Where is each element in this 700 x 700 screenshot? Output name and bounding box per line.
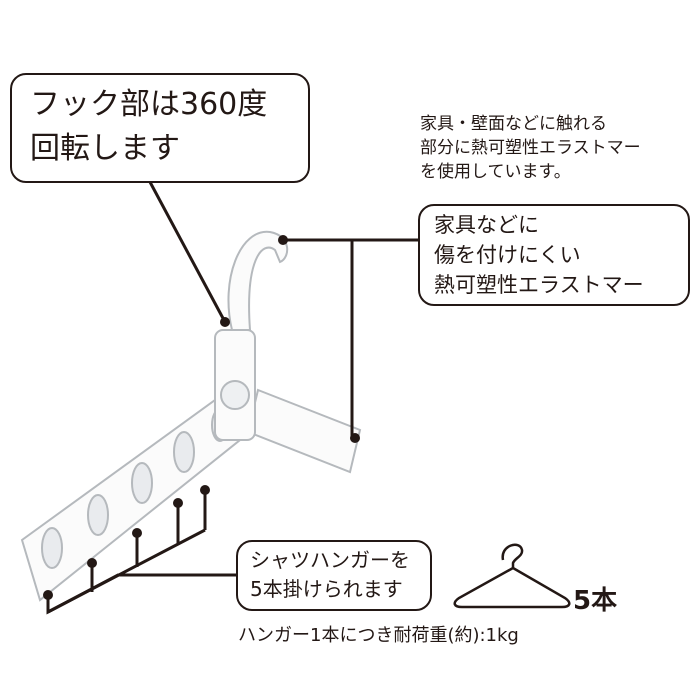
- hanger-icon: [453, 543, 571, 609]
- note-text: 家具・壁面などに触れる: [420, 114, 607, 134]
- hanger-clip: [246, 388, 362, 474]
- hanger-product: [20, 230, 362, 602]
- hanger-count: 5本: [573, 586, 618, 616]
- hanger-holes: [41, 408, 229, 569]
- note-text: 部分に熱可塑性エラストマー: [420, 138, 641, 158]
- load-capacity-text: ハンガー1本につき耐荷重(約):1kg: [238, 625, 519, 646]
- callout-text: 5本掛けられます: [250, 577, 403, 601]
- callout-hook-rotation: フック部は360度 回転します: [10, 73, 310, 183]
- callout-text: 家具などに: [434, 213, 539, 237]
- leader-dots: [43, 235, 360, 600]
- callout-text: シャツハンガーを: [250, 548, 410, 572]
- callout-elastomer: 家具などに 傷を付けにくい 熱可塑性エラストマー: [418, 204, 690, 306]
- callout-five-hangers: シャツハンガーを 5本掛けられます: [236, 540, 432, 611]
- callout-text: 傷を付けにくい: [434, 243, 581, 267]
- leader-lines: [46, 181, 418, 615]
- material-note: 家具・壁面などに触れる 部分に熱可塑性エラストマー を使用しています。: [420, 112, 641, 184]
- hanger-pivot: [220, 380, 250, 410]
- callout-text: フック部は360度: [30, 87, 268, 122]
- callout-text: 回転します: [30, 131, 180, 166]
- hanger-hook: [227, 230, 289, 331]
- note-text: を使用しています。: [420, 162, 571, 182]
- callout-text: 熱可塑性エラストマー: [434, 273, 644, 297]
